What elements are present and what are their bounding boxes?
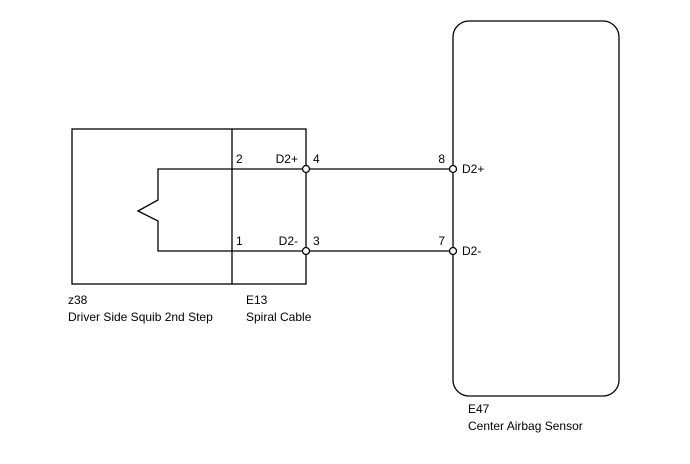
terminal-spiral-3 bbox=[301, 246, 311, 256]
squib-connector-box bbox=[71, 128, 307, 285]
spiral-cable-name: Spiral Cable bbox=[246, 310, 312, 324]
spiral-signal-bottom: D2- bbox=[279, 234, 298, 248]
terminal-sensor-7 bbox=[448, 246, 458, 256]
terminal-sensor-8 bbox=[448, 164, 458, 174]
spiral-pin-top: 4 bbox=[313, 152, 320, 166]
sensor-signal-bottom: D2- bbox=[462, 244, 481, 258]
airbag-sensor-code: E47 bbox=[468, 402, 490, 416]
spiral-signal-top: D2+ bbox=[276, 152, 298, 166]
sensor-pin-top: 8 bbox=[438, 152, 445, 166]
spiral-pin-bottom: 3 bbox=[313, 234, 320, 248]
sensor-signal-top: D2+ bbox=[462, 162, 484, 176]
sensor-pin-bottom: 7 bbox=[438, 234, 445, 248]
airbag-sensor-box bbox=[452, 20, 620, 397]
squib-code: z38 bbox=[68, 293, 88, 307]
terminal-spiral-4 bbox=[301, 164, 311, 174]
squib-pin-top: 2 bbox=[236, 152, 243, 166]
squib-name: Driver Side Squib 2nd Step bbox=[68, 310, 213, 324]
squib-pin-bottom: 1 bbox=[236, 234, 243, 248]
spiral-cable-code: E13 bbox=[246, 293, 268, 307]
airbag-sensor-name: Center Airbag Sensor bbox=[468, 419, 583, 433]
squib-element bbox=[136, 168, 306, 252]
